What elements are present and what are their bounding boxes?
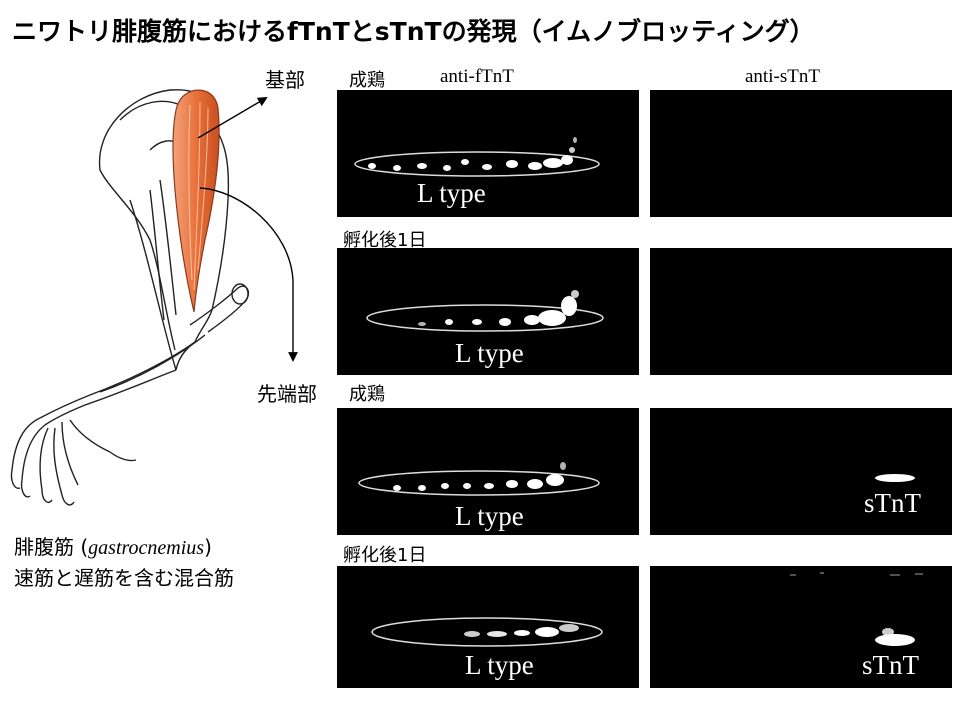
gastrocnemius-muscle <box>172 89 220 313</box>
legend-line-2: 速筋と遅筋を含む混合筋 <box>14 566 234 590</box>
chicken-leg-illustration <box>0 60 330 520</box>
header-anti-stnt: anti-sTnT <box>745 66 820 87</box>
blot-stnt-base-adult <box>650 90 952 217</box>
blot-ftnt-tip-adult: L type <box>337 408 639 535</box>
label-adult-1: 成鶏 <box>349 70 385 91</box>
legend-line-1: 腓腹筋 (gastrocnemius) <box>14 535 212 559</box>
label-adult-2: 成鶏 <box>349 384 385 405</box>
slide-title: ニワトリ腓腹筋におけるfTnTとsTnTの発現（イムノブロッティング） <box>12 17 815 46</box>
header-anti-ftnt: anti-fTnT <box>440 66 514 87</box>
band-label-l-type: L type <box>455 338 524 368</box>
label-base: 基部 <box>265 68 305 92</box>
muscle-legend: 腓腹筋 (gastrocnemius) 速筋と遅筋を含む混合筋 <box>14 532 234 593</box>
band-label-l-type: L type <box>417 178 486 208</box>
blot-ftnt-tip-hatch: L type <box>337 566 639 688</box>
band-label-stnt: sTnT <box>862 650 919 680</box>
blot-stnt-base-hatch <box>650 248 952 375</box>
band-label-l-type: L type <box>455 501 524 531</box>
annotation-arrows <box>197 97 298 362</box>
legend-latin-name: gastrocnemius <box>88 537 205 559</box>
label-hatch1d-1: 孵化後1日 <box>343 230 427 251</box>
label-hatch1d-2: 孵化後1日 <box>343 545 427 566</box>
blot-ftnt-base-hatch: L type <box>337 248 639 375</box>
label-tip: 先端部 <box>257 382 317 406</box>
blot-stnt-tip-hatch: sTnT <box>650 566 952 688</box>
band-label-stnt: sTnT <box>864 488 921 518</box>
blot-ftnt-base-adult: L type <box>337 90 639 217</box>
blot-stnt-tip-adult: sTnT <box>650 408 952 535</box>
band-label-l-type: L type <box>465 650 534 680</box>
